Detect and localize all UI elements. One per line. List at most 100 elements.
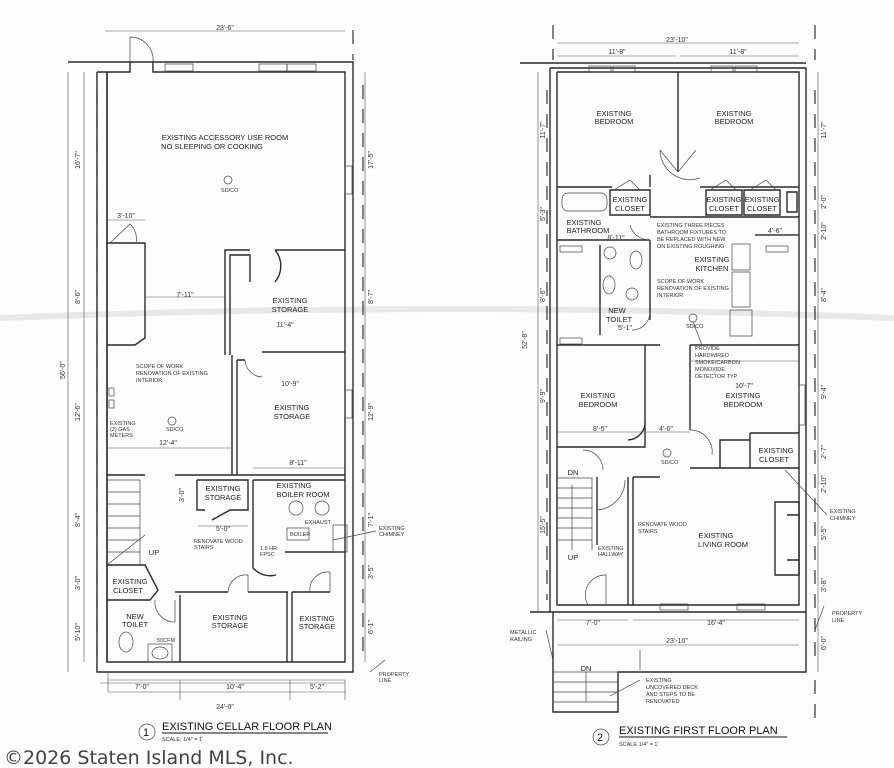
chimney-block [774, 501, 800, 576]
room-label: EXISTING [566, 218, 601, 227]
room-label: EXISTING [212, 613, 247, 622]
bedroom-walls [557, 72, 799, 188]
dimension-label: 9'-4" [821, 385, 828, 399]
room-label: EXISTING [272, 296, 307, 305]
note: AND STEPS TO BE [646, 692, 695, 698]
note: SMOKE/CARBON [695, 360, 740, 366]
closet-walls [749, 432, 799, 468]
note: SD/CO [686, 324, 704, 330]
dimension-label: 8'-11" [289, 460, 307, 467]
first-floor-stairs [557, 477, 593, 550]
note: METALLIC [510, 630, 537, 636]
dimension-label: 3'-10" [117, 213, 135, 220]
room-label: NO SLEEPING OR COOKING [161, 142, 263, 151]
sink-fixture [625, 287, 639, 301]
water-heater-icon [288, 500, 304, 516]
water-heater-icon [314, 500, 330, 516]
plan-scale: SCALE: 1/4" = 1' [162, 737, 203, 743]
window [286, 63, 317, 72]
dimension-label: 11'-4" [276, 322, 294, 329]
room-label: KITCHEN [696, 264, 729, 273]
room-label: HALLWAY [598, 552, 624, 558]
leader-line [545, 321, 828, 697]
room-label: EXISTING [725, 391, 760, 400]
toilet-fixture [118, 631, 134, 653]
window [710, 65, 734, 73]
note: ON EXISTING ROUGHING [657, 244, 724, 250]
room-label: STORAGE [299, 622, 336, 631]
dimension-label: 52'-8" [522, 331, 529, 349]
note: RENOVATED [646, 699, 679, 705]
cellar-stairs [106, 479, 146, 566]
note: 1.5 HR [260, 546, 277, 552]
first-floor-outer-wall [520, 62, 807, 613]
leader-line [332, 530, 386, 673]
stairs-down-label: DN [568, 468, 579, 477]
dimension-label: 2'-7" [821, 445, 828, 459]
dimension-label: 2'-10" [821, 475, 828, 493]
note: UNCOVERED DECK [646, 685, 698, 691]
room-label: EXISTING [706, 195, 741, 204]
first-floor-plan: EXISTING BEDROOM EXISTING BEDROOM EXISTI… [510, 25, 862, 748]
dimension-label: 10'-4" [226, 684, 244, 691]
lower-room-walls [175, 591, 330, 662]
dimension-label: 12'-6" [75, 403, 82, 421]
dimension-label: 5'-2" [310, 684, 324, 691]
plan-title: EXISTING CELLAR FLOOR PLAN [162, 721, 332, 733]
dimension-label: 11'-7" [821, 121, 828, 139]
dimension-label: 3'-5" [368, 565, 375, 579]
room-label: LIVING ROOM [698, 540, 748, 549]
window [559, 245, 583, 253]
note: BOILER [290, 532, 310, 538]
room-label: BATHROOM [567, 226, 610, 235]
note: EXHAUST [305, 520, 332, 526]
room-label: BEDROOM [579, 400, 618, 409]
note: LINE [832, 618, 845, 624]
room-label: EXISTING [698, 531, 733, 540]
dimension-label: 8'-7" [368, 290, 375, 304]
note: PROPERTY [379, 672, 409, 678]
dimension-label: 5'-1" [618, 325, 632, 332]
plan-number-badge [138, 723, 156, 741]
room-label: TOILET [122, 620, 149, 629]
toilet-fixture [629, 250, 643, 270]
door-swing [582, 449, 604, 471]
window [344, 389, 353, 419]
dimension-label: 4'-6" [768, 228, 782, 235]
smoke-detector-icon [223, 175, 233, 185]
storage-b-walls [231, 351, 345, 476]
note: SCOPE OF WORK [136, 364, 183, 370]
dimension-label: 3'-0" [179, 488, 186, 502]
note: MONOXIDE [695, 367, 725, 373]
smoke-detector-icon [688, 313, 698, 323]
note: FPSC [260, 552, 275, 558]
storage-c-walls [196, 479, 249, 521]
room-label: NEW [126, 612, 144, 621]
stairs-up-label: UP [568, 553, 578, 562]
note: RENOVATION OF EXISTING [136, 371, 208, 377]
refrigerator [729, 309, 753, 337]
window [798, 384, 806, 426]
window [659, 603, 689, 611]
sink-bowl [151, 646, 169, 660]
bathtub [561, 192, 608, 212]
note: PROPERTY [832, 611, 862, 617]
room-label: STORAGE [205, 493, 242, 502]
dimension-label: 12'-9" [368, 403, 375, 421]
plan-number-badge [592, 728, 610, 746]
dimension-label: 10'-7" [735, 383, 753, 390]
door-swing [631, 311, 651, 331]
closet-walls [107, 564, 159, 601]
boiler-unit [286, 527, 310, 541]
room-label: EXISTING [744, 195, 779, 204]
dimension-label: 7'-0" [586, 620, 600, 627]
dimension-label: 15'-5" [540, 516, 547, 534]
note: SD/CO [661, 460, 679, 466]
room-label: EXISTING [598, 546, 624, 552]
note: METERS [110, 433, 133, 439]
stairs-up-label: UP [149, 548, 159, 557]
dimension-label: 6'-0" [821, 636, 828, 650]
door-swing [309, 571, 331, 593]
dimension-label: 7'-0" [135, 684, 149, 691]
